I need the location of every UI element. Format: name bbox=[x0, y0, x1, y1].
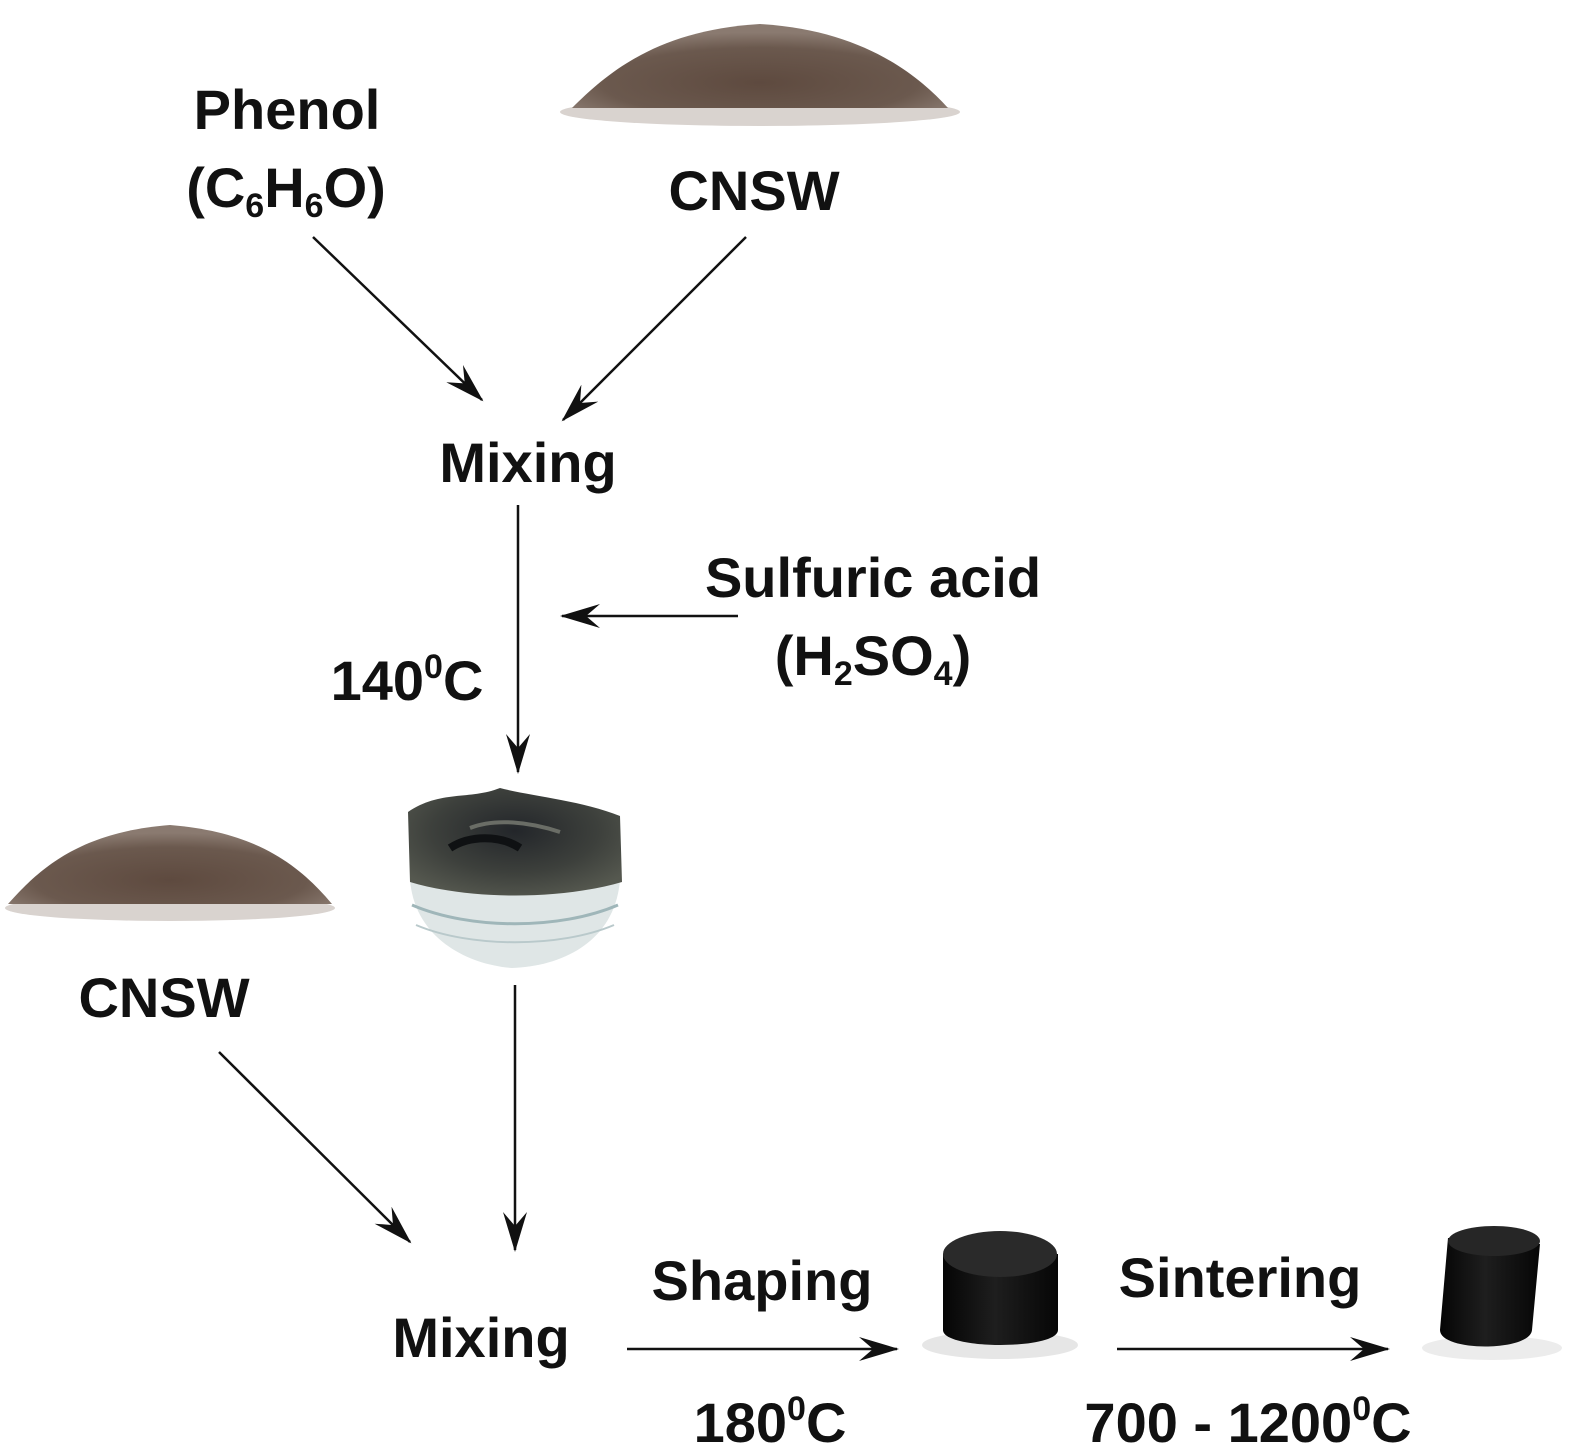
sulfuric-acid-formula: (H2SO4) bbox=[774, 624, 972, 693]
temperature-label-1: 1400C bbox=[330, 648, 484, 712]
sulfuric-acid-label: Sulfuric acid bbox=[704, 546, 1042, 609]
sintering-label: Sintering bbox=[1118, 1246, 1362, 1309]
temperature-label-2: 1800C bbox=[693, 1390, 847, 1454]
phenol-label: Phenol bbox=[193, 78, 381, 141]
phenol-formula: (C6H6O) bbox=[186, 156, 386, 225]
arrow-phenol-to-mixing bbox=[312, 236, 484, 402]
cnsw-top-label: CNSW bbox=[668, 159, 840, 222]
shaped-pellet-image bbox=[922, 1231, 1078, 1359]
powder-pile-top-image bbox=[560, 24, 960, 126]
mixing-label-1: Mixing bbox=[439, 431, 617, 494]
powder-pile-left-image bbox=[5, 825, 335, 921]
sintered-pellet-image bbox=[1422, 1226, 1562, 1360]
cnsw-left-label: CNSW bbox=[78, 966, 250, 1029]
shaping-label: Shaping bbox=[651, 1249, 873, 1312]
arrow-cnsw-left-to-mixing bbox=[218, 1051, 412, 1244]
mixing-label-2: Mixing bbox=[392, 1306, 570, 1369]
temperature-label-3: 700 - 12000C bbox=[1084, 1390, 1412, 1454]
arrow-cnsw-to-mixing bbox=[561, 236, 747, 422]
paste-bowl-image bbox=[408, 788, 622, 968]
